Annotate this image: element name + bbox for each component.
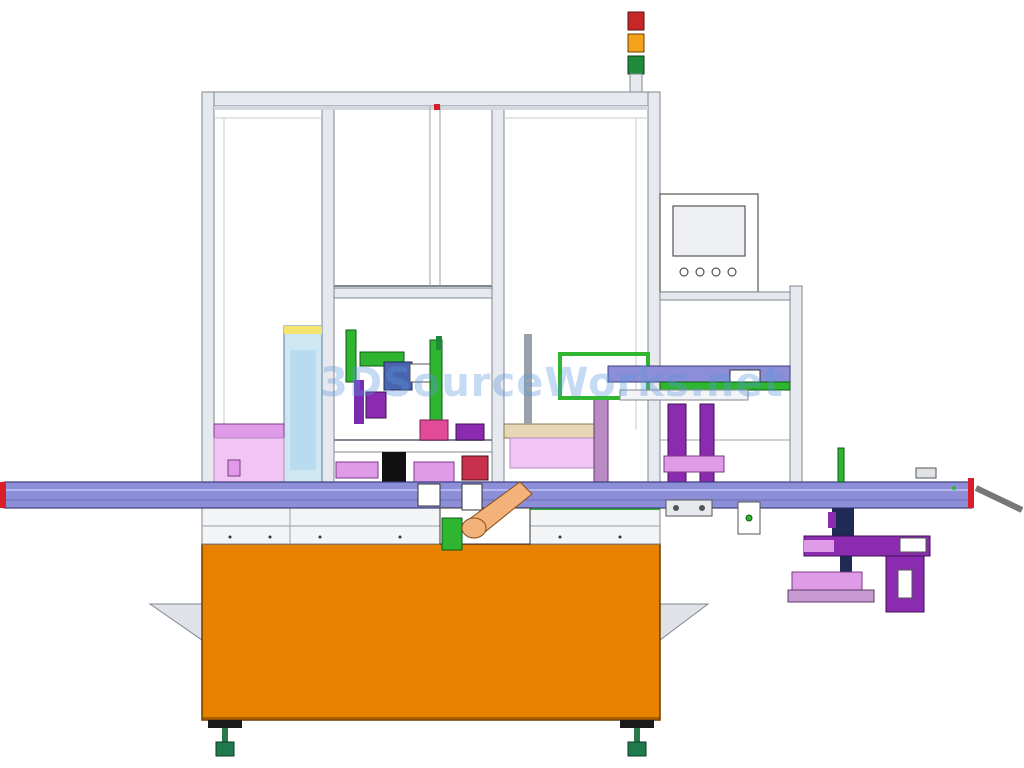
linear-rail [0, 467, 1024, 513]
hmi-screen [672, 205, 746, 257]
button-icon [679, 267, 689, 277]
signal-tower-icon [627, 11, 645, 93]
pusher-cylinder [417, 481, 533, 551]
press-station [335, 329, 489, 483]
button-icon [711, 267, 721, 277]
hmi-panel-icon [659, 193, 759, 293]
transfer-station [503, 334, 791, 489]
pick-place-unit [787, 447, 931, 613]
button-icon [727, 267, 737, 277]
label-feeder [213, 325, 323, 483]
rail-end-cap-left [0, 482, 6, 508]
rail-carriage [665, 499, 761, 535]
right-side-frame [659, 285, 803, 503]
cabinet-body [201, 543, 661, 721]
button-icon [695, 267, 705, 277]
machine-cabinet [148, 504, 710, 721]
leveling-foot-right [620, 720, 654, 757]
rail-end-cap-right [968, 478, 974, 508]
leveling-foot-left [208, 720, 242, 757]
